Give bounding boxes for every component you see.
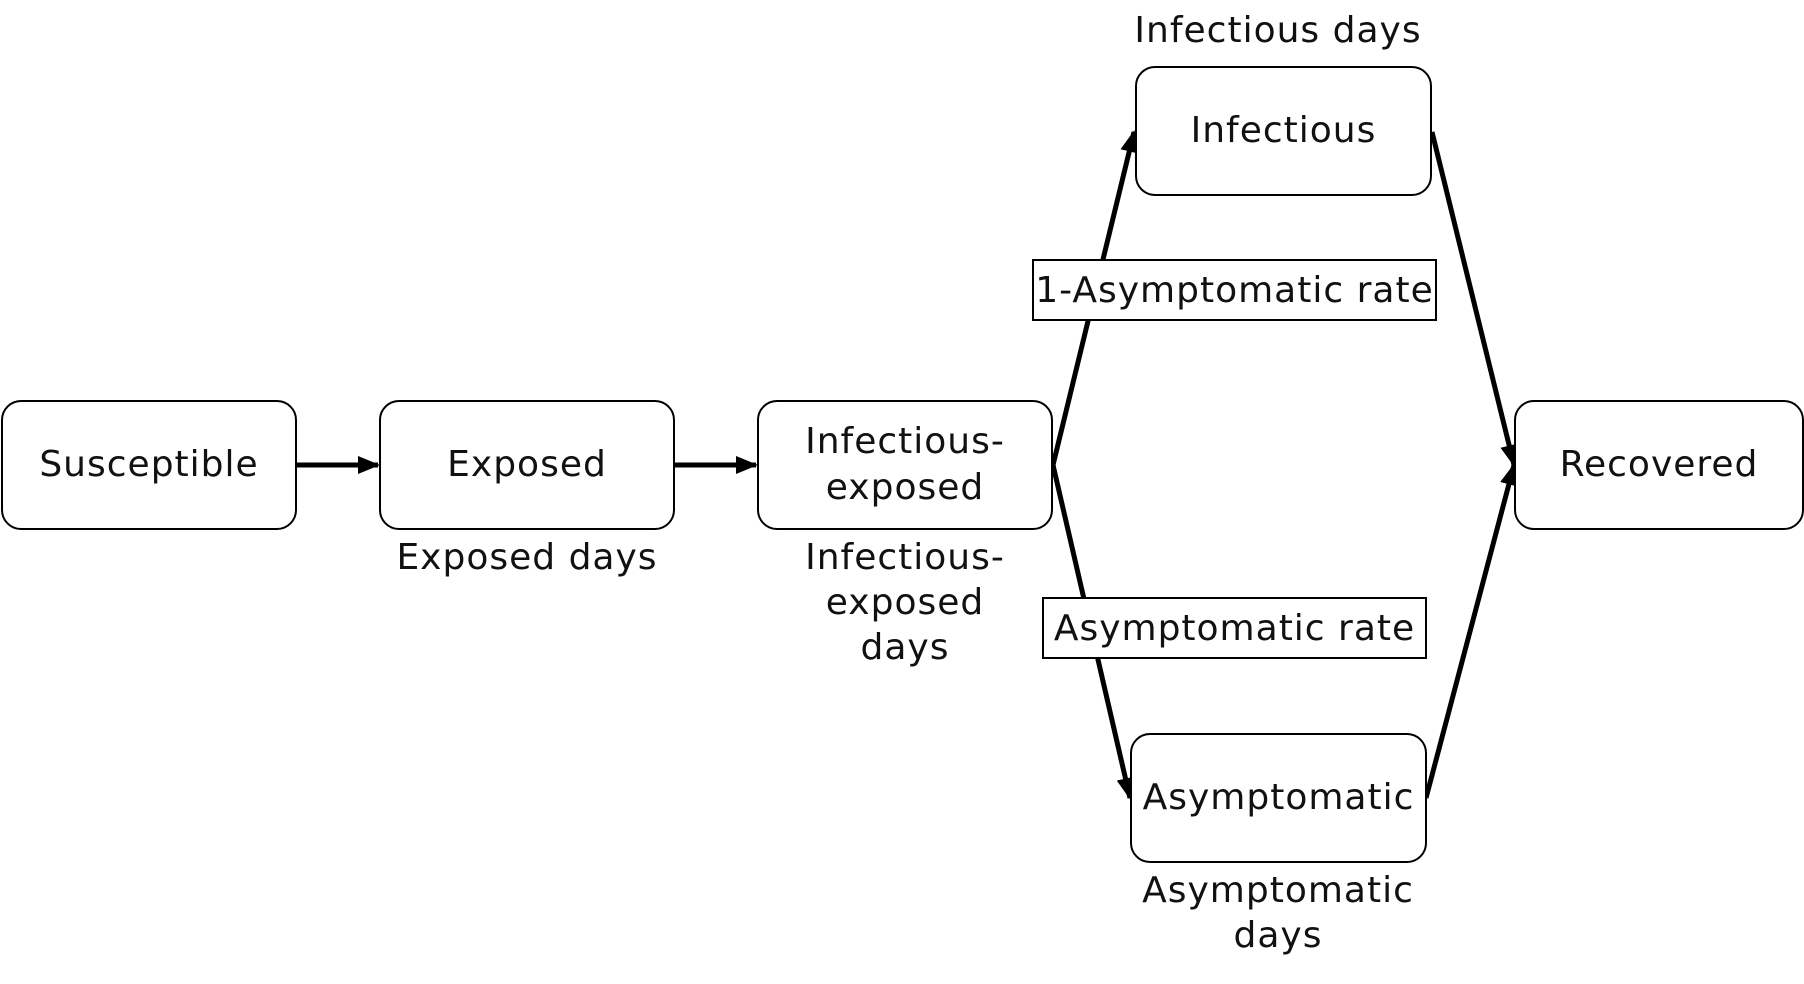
node-infectious-exposed-label: Infectious- exposed <box>805 421 1005 508</box>
node-recovered: Recovered <box>1514 400 1804 530</box>
node-susceptible-label: Susceptible <box>39 444 259 485</box>
node-asymptomatic-label: Asymptomatic <box>1142 777 1415 818</box>
node-recovered-label: Recovered <box>1559 444 1759 485</box>
rate-box-one-minus-asymptomatic: 1-Asymptomatic rate <box>1032 259 1437 321</box>
label-infectious-exposed-days: Infectious- exposed days <box>805 537 1005 668</box>
rate-box-asymptomatic: Asymptomatic rate <box>1042 597 1427 659</box>
node-infectious-exposed: Infectious- exposed <box>757 400 1053 530</box>
arrow-asymptomatic-to-recovered <box>1423 463 1518 799</box>
node-asymptomatic: Asymptomatic <box>1130 733 1427 863</box>
node-exposed-label: Exposed <box>447 444 607 485</box>
node-infectious: Infectious <box>1135 66 1432 196</box>
rate-asymptomatic-label: Asymptomatic rate <box>1053 607 1416 649</box>
node-susceptible: Susceptible <box>1 400 297 530</box>
rate-one-minus-asymptomatic-label: 1-Asymptomatic rate <box>1035 269 1434 311</box>
label-infectious-days: Infectious days <box>1134 10 1422 51</box>
arrow-infectious-to-recovered <box>1429 131 1518 467</box>
node-exposed: Exposed <box>379 400 675 530</box>
node-infectious-label: Infectious <box>1190 110 1377 151</box>
label-asymptomatic-days: Asymptomatic days <box>1142 870 1414 956</box>
label-exposed-days: Exposed days <box>396 537 658 578</box>
